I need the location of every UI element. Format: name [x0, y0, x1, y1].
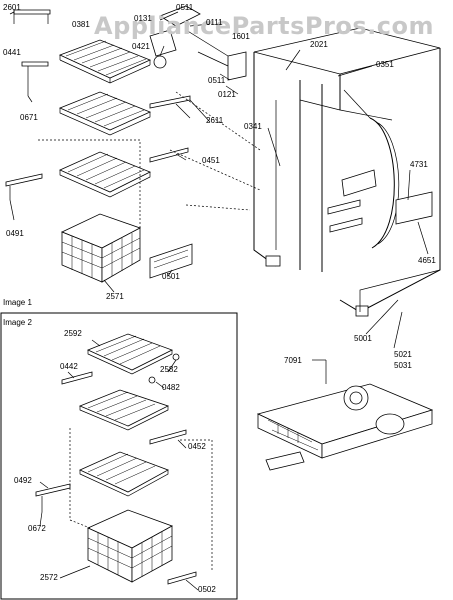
- callout-5001: 5001: [354, 334, 372, 343]
- rail-0452: [149, 429, 187, 445]
- callout-2611: 2611: [206, 116, 224, 125]
- callout-0351: 0351: [376, 60, 394, 69]
- callout-0111: 0111: [206, 18, 223, 27]
- image2-frame: [0, 312, 238, 600]
- callout-0502: 0502: [198, 585, 216, 594]
- callout-1601: 1601: [232, 32, 250, 41]
- callout-4731: 4731: [410, 160, 428, 169]
- callout-2601: 2601: [3, 3, 21, 12]
- shelf-0482: [78, 389, 170, 431]
- watermark: AppliancePartsPros.com: [94, 12, 434, 40]
- callout-2582: 2582: [160, 365, 178, 374]
- callout-0482: 0482: [162, 383, 180, 392]
- callout-2572: 2572: [40, 573, 58, 582]
- leader-lines: [9, 11, 429, 591]
- rail-2601: [13, 9, 51, 24]
- shelf-0492: [79, 451, 169, 497]
- callout-0501: 0501: [162, 272, 180, 281]
- callout-0511-top: 0511: [176, 3, 194, 12]
- rail-0441: [21, 61, 49, 67]
- callout-2571: 2571: [106, 292, 124, 301]
- callout-0511-mid: 0511: [208, 76, 226, 85]
- callout-0121: 0121: [218, 90, 236, 99]
- shelf-2: [58, 91, 152, 136]
- rail-0491: [5, 173, 43, 187]
- callout-0441: 0441: [3, 48, 21, 57]
- callout-0421: 0421: [132, 42, 150, 51]
- shelf-3: [59, 151, 151, 198]
- image2-label: Image 2: [3, 318, 32, 327]
- callout-0442: 0442: [60, 362, 78, 371]
- callout-0131: 0131: [134, 14, 152, 23]
- callout-0672: 0672: [28, 524, 46, 533]
- callout-0452: 0452: [188, 442, 206, 451]
- image1-label: Image 1: [3, 298, 32, 307]
- basket-2572: [87, 509, 173, 583]
- cabinet: [253, 27, 441, 317]
- callout-4651: 4651: [418, 256, 436, 265]
- basket-2571: [61, 213, 141, 283]
- machine-compartment: [256, 360, 434, 471]
- callout-7091: 7091: [284, 356, 302, 365]
- callout-5031: 5031: [394, 361, 412, 370]
- callout-0381: 0381: [72, 20, 90, 29]
- callout-0492: 0492: [14, 476, 32, 485]
- callout-0671: 0671: [20, 113, 38, 122]
- rail-0451: [149, 147, 189, 163]
- rail-0442: [61, 371, 93, 385]
- callout-0341: 0341: [244, 122, 262, 131]
- callout-5021: 5021: [394, 350, 412, 359]
- evap-fan-assembly: [149, 5, 247, 81]
- shelf-2592: [86, 333, 174, 375]
- shelf-1: [58, 39, 152, 84]
- callout-0451: 0451: [202, 156, 220, 165]
- rail-0492: [35, 483, 71, 497]
- rail-0502: [167, 571, 197, 585]
- callout-2021: 2021: [310, 40, 328, 49]
- callout-2592: 2592: [64, 329, 82, 338]
- callout-0491: 0491: [6, 229, 24, 238]
